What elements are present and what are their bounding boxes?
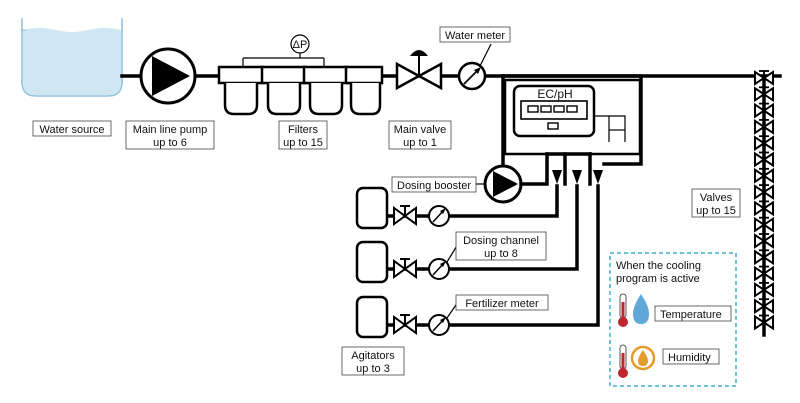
irrigation-valve <box>754 119 774 135</box>
delta-p-sensor <box>290 34 310 54</box>
irrigation-valve <box>754 281 774 298</box>
main-valve-sublabel: up to 1 <box>403 137 437 149</box>
labels: Water source Main line pump up to 6 Filt… <box>32 26 741 376</box>
ecph-controller: EC/pH <box>503 78 642 156</box>
dosing-valve-2 <box>393 258 417 279</box>
main-line-pump-sublabel: up to 6 <box>153 137 187 149</box>
dosing-channel-label: Dosing channel <box>463 235 539 247</box>
filters-label: Filters <box>288 124 318 136</box>
filter-2 <box>260 65 308 116</box>
fertilizer-tank-2 <box>355 240 389 284</box>
water-fill <box>23 28 121 95</box>
filters-group: ΔP <box>217 34 384 116</box>
irrigation-valve <box>754 102 774 119</box>
humidity-label: Humidity <box>668 352 711 364</box>
delta-p-label: ΔP <box>293 39 308 51</box>
irrigation-valve <box>754 151 774 168</box>
cooling-box: When the cooling program is active Tempe… <box>609 252 737 387</box>
main-line-pump-label: Main line pump <box>133 124 208 136</box>
irrigation-valve <box>754 200 774 217</box>
valves-label: Valves <box>700 192 733 204</box>
irrigation-valve <box>754 265 774 282</box>
water-source-tank <box>21 18 123 97</box>
irrigation-valve <box>754 216 774 233</box>
filters-sublabel: up to 15 <box>283 137 323 149</box>
thermometer-icon-2 <box>618 344 628 378</box>
main-line-pump <box>139 47 197 105</box>
main-valve-label: Main valve <box>394 124 447 136</box>
irrigation-valve <box>754 167 774 184</box>
dosing-valve-3 <box>393 314 417 335</box>
water-source-label: Water source <box>39 124 104 136</box>
irrigation-valve <box>754 298 774 315</box>
dosing-booster <box>483 152 603 204</box>
fertilizer-meter-3 <box>428 314 450 336</box>
irrigation-valve <box>754 314 774 331</box>
cooling-title-line1: When the cooling <box>616 260 701 272</box>
water-meter <box>457 43 492 91</box>
dosing-valve-1 <box>393 205 417 226</box>
water-drop-icon <box>633 294 649 324</box>
agitator-tanks <box>355 186 389 339</box>
filter-3 <box>302 65 350 116</box>
irrigation-valves <box>754 70 774 331</box>
fertilizer-tank-1 <box>355 186 389 230</box>
agitators-label: Agitators <box>351 350 395 362</box>
humidity-icon <box>630 345 656 371</box>
irrigation-valve <box>754 70 774 86</box>
water-meter-label: Water meter <box>445 30 505 42</box>
fertilizer-meter-2 <box>428 258 450 280</box>
filter-4 <box>344 65 384 116</box>
cooling-title-line2: program is active <box>616 273 700 285</box>
irrigation-valve <box>754 233 774 249</box>
fertilizer-meter-label: Fertilizer meter <box>465 298 539 310</box>
fertilizer-meter-1 <box>428 205 450 227</box>
dosing-channel-sublabel: up to 8 <box>484 248 518 260</box>
ecph-label: EC/pH <box>537 87 572 101</box>
irrigation-valve <box>754 184 774 200</box>
filter-1 <box>217 65 265 116</box>
irrigation-valve <box>754 135 774 152</box>
main-valve <box>395 50 443 91</box>
agitators-sublabel: up to 3 <box>356 363 390 375</box>
temperature-label: Temperature <box>660 309 722 321</box>
valves-sublabel: up to 15 <box>696 205 736 217</box>
dosing-booster-label: Dosing booster <box>397 180 471 192</box>
irrigation-valve <box>754 86 774 103</box>
fertilizer-tank-3 <box>355 295 389 339</box>
thermometer-icon <box>618 293 628 327</box>
irrigation-valve <box>754 249 774 266</box>
